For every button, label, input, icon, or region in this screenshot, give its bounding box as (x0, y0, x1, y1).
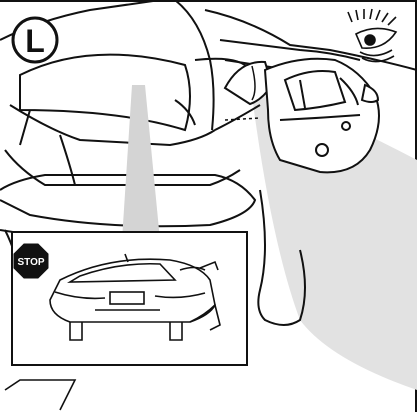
marker-letter: L (25, 23, 45, 59)
inset-panel: STOP (12, 232, 247, 365)
floor-marker (5, 380, 75, 410)
reflected-car (265, 59, 379, 173)
view-line-dotted (225, 118, 260, 120)
eye-icon (348, 9, 396, 62)
stop-label: STOP (17, 257, 44, 268)
